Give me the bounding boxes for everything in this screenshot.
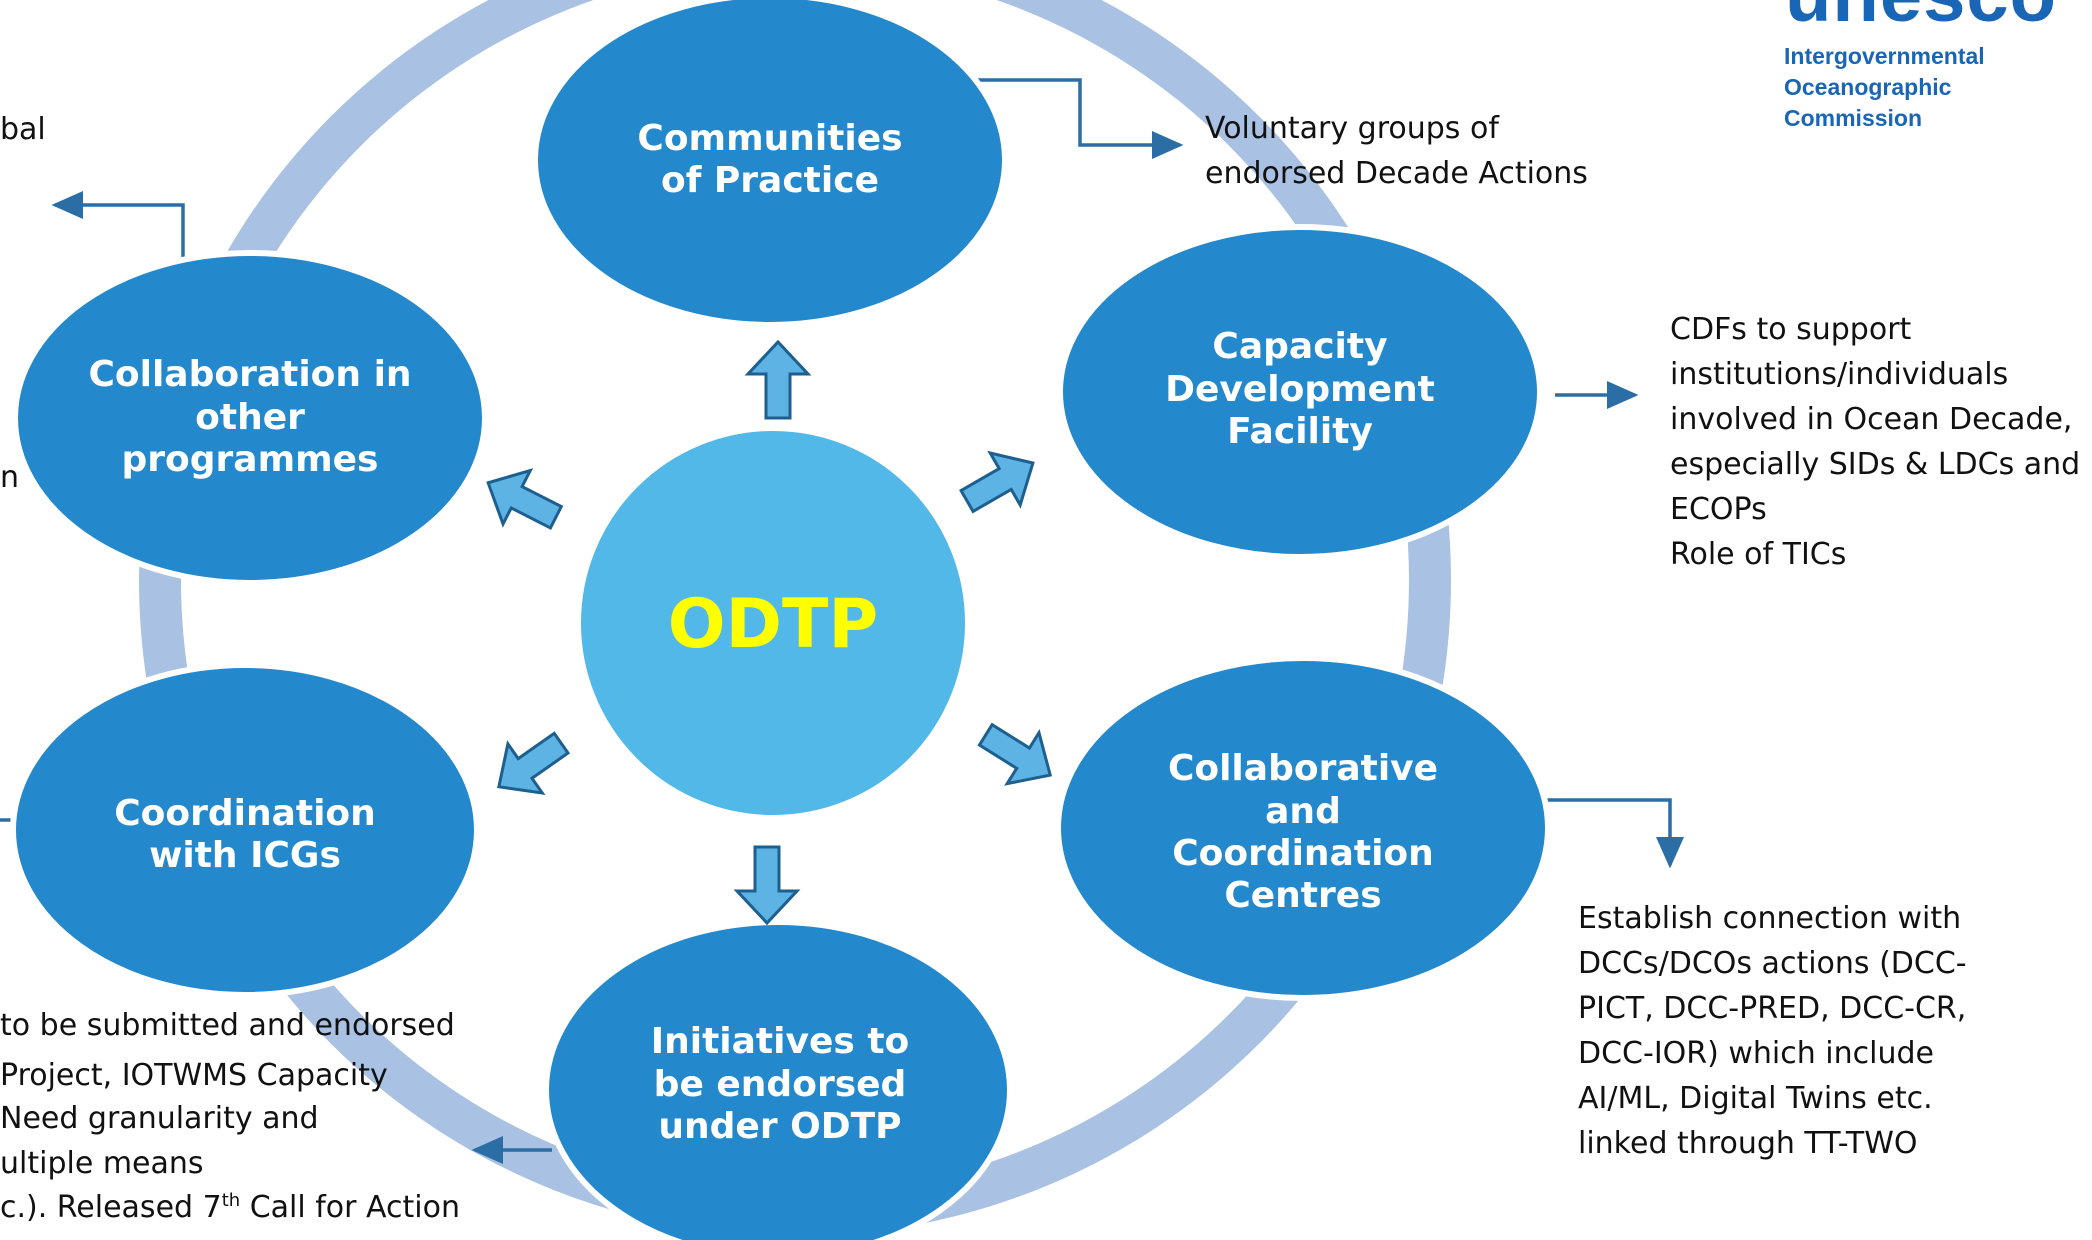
note-initiatives-line-5-text: c.). Released 7 [0, 1190, 222, 1225]
label-collaborative-coordination-centres: Collaborative and Coordination Centres [1167, 748, 1439, 917]
node-odtp-center [575, 425, 971, 821]
ioc-org-line-3: Commission [1784, 105, 1923, 131]
label-coordination-icgs: Coordination with ICGs [114, 792, 376, 876]
label-capacity-development-facility: Capacity Development Facility [1165, 326, 1435, 453]
label-communities-of-practice: Communities of Practice [637, 117, 903, 201]
arrow-to-collaboration [486, 468, 564, 530]
arrow-to-communities [744, 339, 812, 420]
node-initiatives-endorsed [543, 919, 1013, 1240]
note-initiatives-line-4: ultiple means [0, 1146, 204, 1181]
connector-communities-note [975, 78, 1184, 159]
ioc-org-line-1: Intergovernmental [1784, 43, 1985, 69]
note-initiatives-line-5-tail: Call for Action [240, 1190, 460, 1225]
note-initiatives-line-2: Project, IOTWMS Capacity [0, 1058, 388, 1093]
arrow-to-capacity [959, 450, 1035, 514]
connector-collaborative-note [1540, 798, 1684, 869]
node-communities-of-practice [532, 0, 1008, 328]
unesco-wordmark: unesco [1785, 0, 2057, 39]
connector-collaboration-note [51, 191, 185, 270]
note-establish-connection: Establish connection with DCCs/DCOs acti… [1578, 901, 1967, 1161]
note-initiatives-line-5: c.). Released 7th Call for Action [0, 1190, 460, 1225]
node-collaboration-other-programmes [12, 250, 488, 586]
label-collaboration-other-programmes: Collaboration in other programmes [88, 354, 412, 481]
note-cdfs: CDFs to support institutions/individuals… [1670, 312, 2081, 572]
arrow-to-coordination [497, 731, 571, 795]
ioc-org-line-2: Oceanographic [1784, 74, 1952, 100]
node-capacity-development-facility [1057, 224, 1543, 560]
note-initiatives-line-3: Need granularity and [0, 1101, 319, 1136]
node-coordination-icgs [10, 662, 480, 998]
note-initiatives-line-1: to be submitted and endorsed [0, 1008, 455, 1043]
note-voluntary-groups: Voluntary groups of endorsed Decade Acti… [1205, 111, 1588, 191]
arrow-to-initiatives [733, 845, 801, 926]
note-left-fragment-1: bal [0, 112, 46, 147]
label-initiatives-endorsed: Initiatives to be endorsed under ODTP [650, 1021, 910, 1148]
label-odtp: ODTP [667, 584, 879, 664]
note-initiatives-superscript: th [221, 1190, 241, 1211]
note-left-fragment-2: n [0, 460, 20, 495]
node-collaborative-coordination-centres [1055, 655, 1551, 1001]
arrow-to-collaborative [977, 722, 1053, 786]
